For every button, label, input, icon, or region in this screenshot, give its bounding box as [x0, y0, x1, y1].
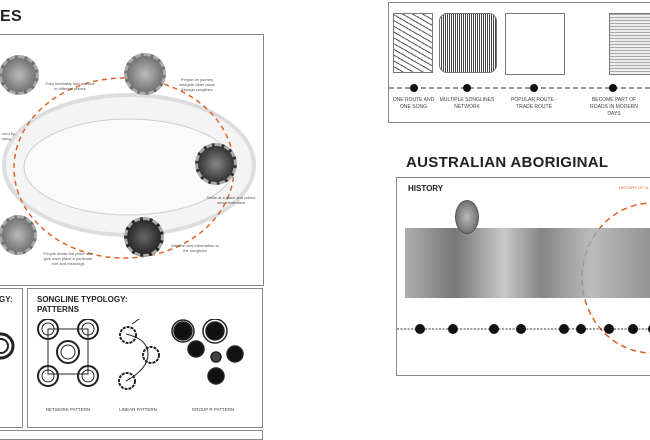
timeline-dot [463, 84, 471, 92]
step-text-2: People on journey navigate other place t… [178, 77, 216, 93]
linear-pattern-icon [118, 319, 160, 390]
step-image-1 [0, 55, 39, 95]
stage-label-3: POPULAR ROUTE - TRADE ROUTE [511, 97, 557, 110]
typology-title-line1: SONGLINE TYPOLOGY: [37, 295, 128, 304]
step-image-2 [124, 53, 166, 95]
map-modern-roads [609, 13, 650, 75]
songline-evolution-panel: ONE ROUTE AND ONE SONG MULTIPLE SONGLINE… [388, 2, 650, 123]
section-title-fragment: ES [0, 8, 22, 25]
step-image-5 [0, 215, 37, 255]
stage-label-1: ONE ROUTE AND ONE SONG [392, 97, 435, 110]
typology-patterns-panel: SONGLINE TYPOLOGY: PATTERNS NETWORK PATT… [27, 288, 263, 428]
pattern-diagrams [37, 319, 244, 390]
step-text-1: They inevitably had to move to different… [45, 81, 95, 92]
typology-fragment-panel: GY: [0, 288, 23, 428]
evolution-timeline [389, 84, 650, 92]
next-panel-edge [0, 430, 263, 440]
concentric-circle-icon [0, 332, 15, 360]
step-image-3 [195, 143, 237, 185]
history-timeline [397, 324, 650, 334]
map-australia-trade [505, 13, 565, 75]
typology-title-line2: PATTERNS [37, 305, 79, 314]
portrait-oval [455, 200, 479, 234]
history-panel: HISTORY HISTORY OF UL [396, 177, 650, 376]
pattern-label-linear: LINEAR PATTERN [119, 407, 157, 412]
stage-label-4: BECOME PART OF ROADS IN MODERN DAYS [590, 97, 638, 117]
timeline-dot [410, 84, 418, 92]
pattern-label-network: NETWORK PATTERN [45, 407, 91, 412]
map-one-route [393, 13, 433, 73]
uluru-history-label: HISTORY OF UL [619, 185, 650, 190]
history-collage [405, 228, 650, 298]
stage-label-2: MULTIPLE SONGLINES NETWORK [439, 97, 495, 110]
map-network [439, 13, 497, 73]
step-text-5: People divide the place and give each pl… [43, 251, 93, 267]
group-pattern-icon [171, 319, 244, 385]
step-text-4: Add the new information to the songlines [171, 243, 219, 254]
history-heading: HISTORY [408, 184, 444, 193]
step-text-6: ...lved by ...wing [0, 131, 16, 142]
timeline-dot [530, 84, 538, 92]
step-text-3: Settle at a place and collect new inform… [206, 195, 256, 206]
network-pattern-icon [37, 319, 99, 387]
songline-cycle-panel: They inevitably had to move to different… [0, 34, 264, 286]
page-title: AUSTRALIAN ABORIGINAL [406, 154, 609, 171]
timeline-dot [609, 84, 617, 92]
step-image-4 [124, 217, 164, 257]
typology-fragment-title: GY: [0, 295, 13, 304]
pattern-label-group: GROUP R PATTERN [191, 407, 235, 412]
